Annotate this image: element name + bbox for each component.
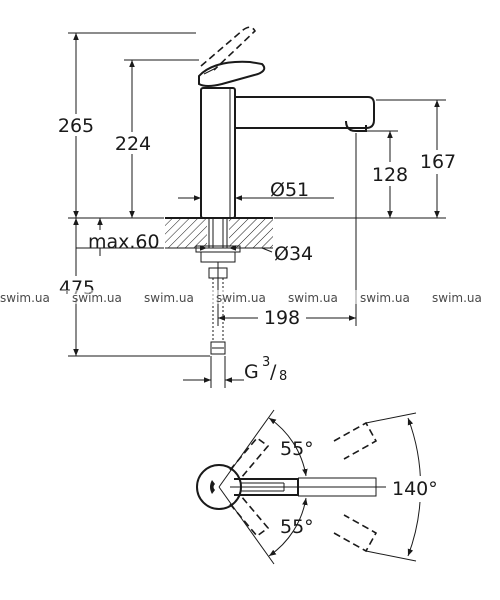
label-connection-slash: / bbox=[270, 361, 277, 383]
dim-aerator-height bbox=[274, 130, 414, 219]
watermark-row: swim.ua swim.ua swim.ua swim.ua swim.ua … bbox=[0, 290, 500, 305]
watermark-2: swim.ua bbox=[72, 291, 122, 305]
label-aerator-height: 128 bbox=[372, 164, 408, 186]
watermark-5: swim.ua bbox=[288, 291, 338, 305]
spout-rotated-down bbox=[333, 514, 378, 553]
label-angle-total: 140° bbox=[392, 478, 438, 500]
label-angle-upper: 55° bbox=[280, 438, 314, 460]
watermark-3: swim.ua bbox=[144, 291, 194, 305]
label-mount-max: max.60 bbox=[88, 231, 160, 253]
dim-spout-height bbox=[110, 59, 199, 218]
dim-spout-top bbox=[376, 99, 462, 219]
angle-guides bbox=[218, 409, 417, 565]
label-spout-top: 167 bbox=[420, 151, 456, 173]
dim-connection bbox=[183, 356, 244, 388]
lever-rotated-up bbox=[229, 436, 270, 479]
label-spout-height: 224 bbox=[115, 133, 151, 155]
watermark-4: swim.ua bbox=[216, 291, 266, 305]
label-hole-diameter: Ø34 bbox=[274, 243, 313, 265]
label-angle-lower: 55° bbox=[280, 516, 314, 538]
label-connection-main: G bbox=[244, 361, 259, 383]
label-connection-num: 3 bbox=[262, 355, 270, 370]
lever-handle bbox=[198, 26, 266, 87]
watermark-1: swim.ua bbox=[0, 291, 50, 305]
arc-total bbox=[386, 417, 450, 557]
label-reach: 198 bbox=[264, 307, 300, 329]
lever-rotated-down bbox=[229, 495, 270, 538]
dim-total-height bbox=[52, 32, 196, 219]
dim-hole-diameter bbox=[183, 245, 273, 253]
dim-mount-max bbox=[76, 218, 164, 256]
faucet-spout bbox=[235, 96, 375, 132]
arc-upper bbox=[268, 417, 308, 477]
watermark-7: swim.ua bbox=[432, 291, 482, 305]
label-total-height: 265 bbox=[58, 115, 94, 137]
faucet-body bbox=[200, 87, 236, 219]
top-view: 55° 55° 140° bbox=[196, 409, 450, 565]
countertop bbox=[165, 217, 273, 249]
arc-lower bbox=[268, 497, 308, 557]
watermark-6: swim.ua bbox=[360, 291, 410, 305]
spout-rotated-up bbox=[333, 421, 378, 460]
label-body-diameter: Ø51 bbox=[270, 179, 309, 201]
side-view: 265 224 128 167 Ø51 bbox=[52, 26, 462, 388]
label-connection-den: 8 bbox=[279, 369, 287, 384]
